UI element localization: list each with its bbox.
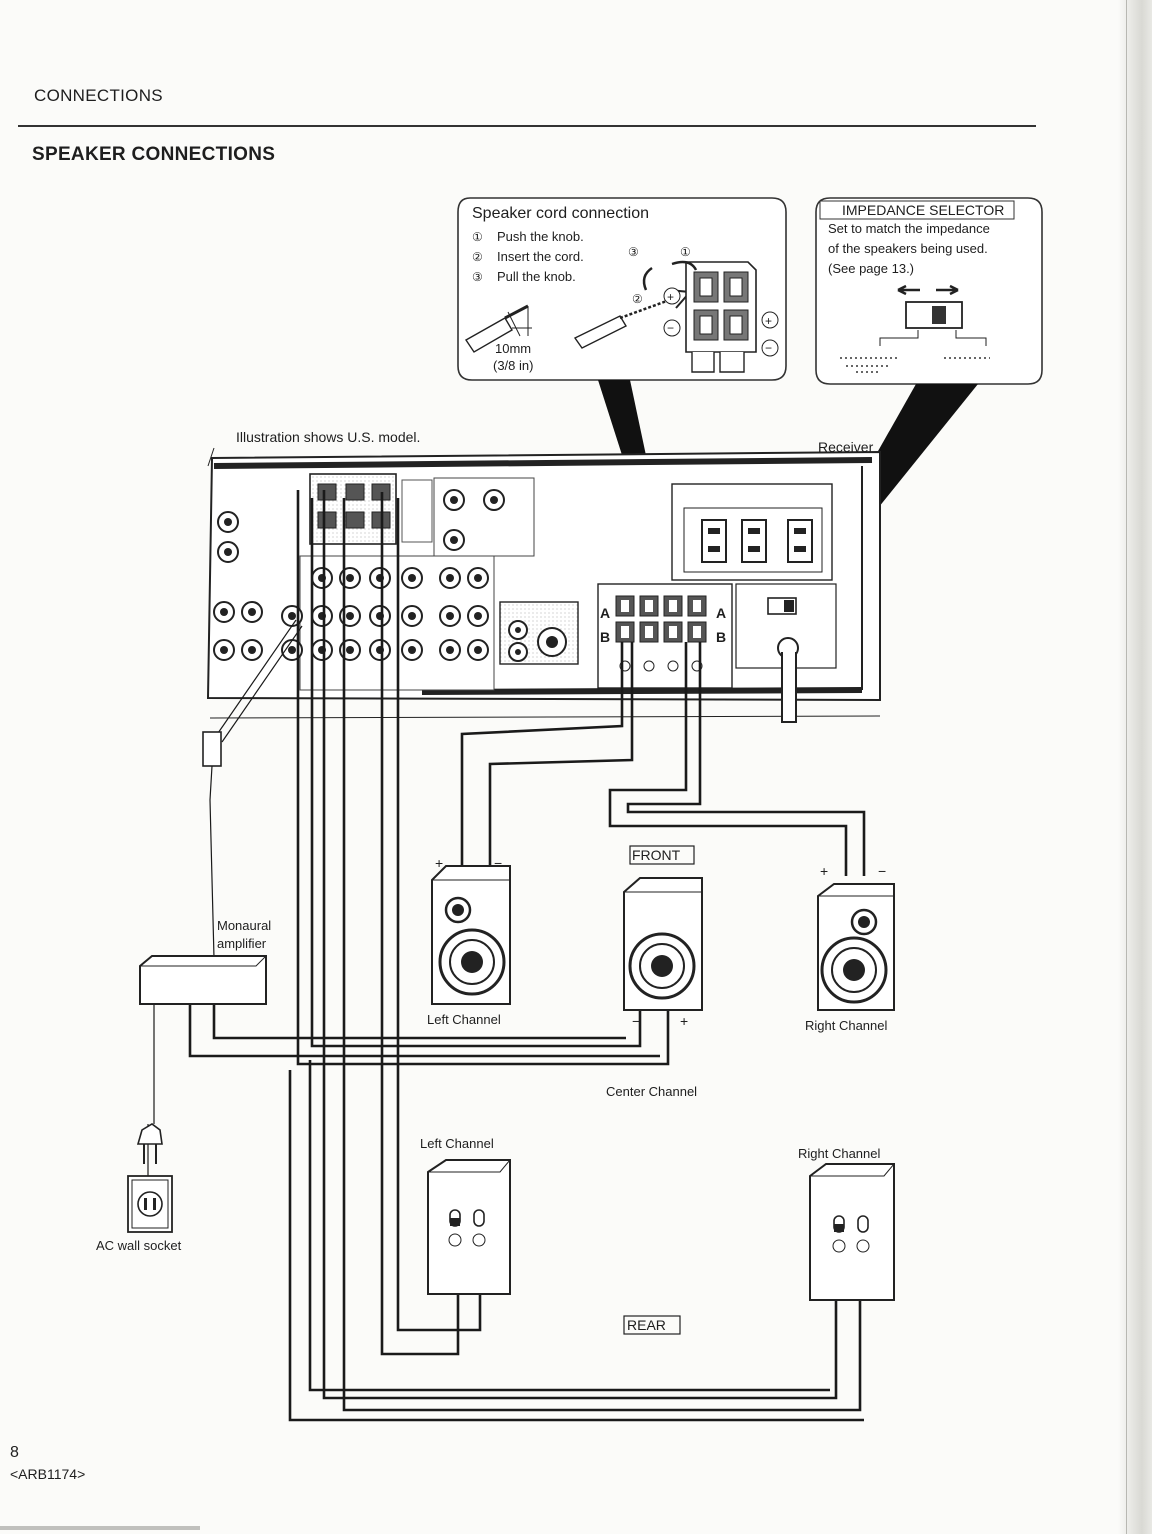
scan-artifact	[0, 1526, 200, 1530]
terminal-block-icon: + − + −	[642, 260, 779, 373]
rear-center-speaker-terminals	[309, 473, 433, 545]
front-left-speaker: + − Left Channel	[427, 855, 511, 1027]
front-left-plus: +	[435, 855, 443, 871]
center-speaker: − + FRONT Center Channel	[606, 845, 703, 1099]
power-cord	[777, 637, 799, 723]
monaural-amplifier: Monaural amplifier	[139, 918, 271, 1005]
amp-cable	[147, 619, 303, 1176]
rear-right-label: Right Channel	[798, 1146, 880, 1161]
diagram-marker-3: ③	[628, 245, 639, 259]
receiver-rear-panel: Illustration shows U.S. model. Receiver	[206, 429, 881, 723]
terminal-b-label: B	[600, 629, 610, 645]
rear-tag: REAR	[623, 1315, 681, 1335]
receiver-label: Receiver	[818, 439, 874, 455]
monaural-label-1: Monaural	[217, 918, 271, 933]
socket-icon	[137, 1191, 163, 1217]
page-edge-shadow	[1118, 0, 1152, 1534]
rear-label: REAR	[627, 1317, 666, 1333]
header-rule	[18, 125, 1036, 127]
control-jacks	[433, 477, 535, 557]
plus-symbol-right: +	[765, 314, 772, 328]
arrow-right-icon	[936, 284, 959, 296]
diagram-marker-2: ②	[632, 292, 643, 306]
diagram-marker-1: ①	[680, 245, 691, 259]
front-left-label: Left Channel	[427, 1012, 501, 1027]
ac-outlets	[671, 483, 833, 581]
step-3: Pull the knob.	[497, 269, 576, 284]
document-code: <ARB1174>	[10, 1466, 86, 1482]
cord-box-title: Speaker cord connection	[472, 205, 649, 222]
step-marker-3: ③	[472, 270, 483, 284]
step-1: Push the knob.	[497, 229, 584, 244]
front-right-minus: −	[878, 863, 886, 879]
plug-icon	[136, 1123, 163, 1145]
front-left-minus: −	[494, 855, 502, 871]
front-right-plus: +	[820, 863, 828, 879]
stripped-wire-icon	[464, 304, 532, 353]
page-number: 8	[10, 1444, 19, 1461]
front-label: FRONT	[632, 847, 681, 863]
arrow-left-icon	[897, 284, 920, 296]
minus-symbol: −	[667, 321, 674, 335]
terminal-a-label-right: A	[716, 605, 726, 621]
length-label: 10mm	[495, 341, 531, 356]
ac-socket-label: AC wall socket	[96, 1238, 182, 1253]
impedance-title: IMPEDANCE SELECTOR	[842, 202, 1004, 218]
length-imperial-label: (3/8 in)	[493, 358, 533, 373]
terminal-b-label-right: B	[716, 629, 726, 645]
rear-left-label: Left Channel	[420, 1136, 494, 1151]
center-plus: +	[680, 1013, 688, 1029]
front-right-speaker: + − Right Channel	[805, 863, 895, 1033]
page-edge-line	[1126, 0, 1127, 1534]
section-header: CONNECTIONS	[34, 86, 163, 105]
minus-symbol-right: −	[765, 341, 772, 355]
speaker-cord-box: Speaker cord connection ① Push the knob.…	[457, 197, 787, 381]
rear-right-speaker: Right Channel	[798, 1146, 895, 1301]
impedance-line-2: of the speakers being used.	[828, 241, 988, 256]
impedance-line-1: Set to match the impedance	[828, 221, 990, 236]
front-right-label: Right Channel	[805, 1018, 887, 1033]
impedance-line-3: (See page 13.)	[828, 261, 914, 276]
monitor-out-jacks	[499, 601, 579, 665]
illustration-note: Illustration shows U.S. model.	[236, 429, 420, 445]
center-minus: −	[632, 1013, 640, 1029]
step-marker-1: ①	[472, 230, 483, 244]
rear-left-speaker: Left Channel	[420, 1136, 511, 1295]
impedance-selector-box: IMPEDANCE SELECTOR Set to match the impe…	[815, 197, 1043, 385]
input-jack-group-left	[213, 511, 263, 661]
page-title: SPEAKER CONNECTIONS	[32, 144, 276, 165]
step-2: Insert the cord.	[497, 249, 584, 264]
front-speaker-terminals: A B A B	[597, 583, 733, 689]
av-jack-grid	[281, 555, 495, 691]
center-channel-label: Center Channel	[606, 1084, 697, 1099]
plus-symbol: +	[667, 290, 674, 304]
speaker-wires	[188, 490, 866, 1422]
step-marker-2: ②	[472, 250, 483, 264]
ac-wall-socket: AC wall socket	[96, 1123, 182, 1253]
terminal-a-label: A	[600, 605, 610, 621]
monaural-label-2: amplifier	[217, 936, 267, 951]
